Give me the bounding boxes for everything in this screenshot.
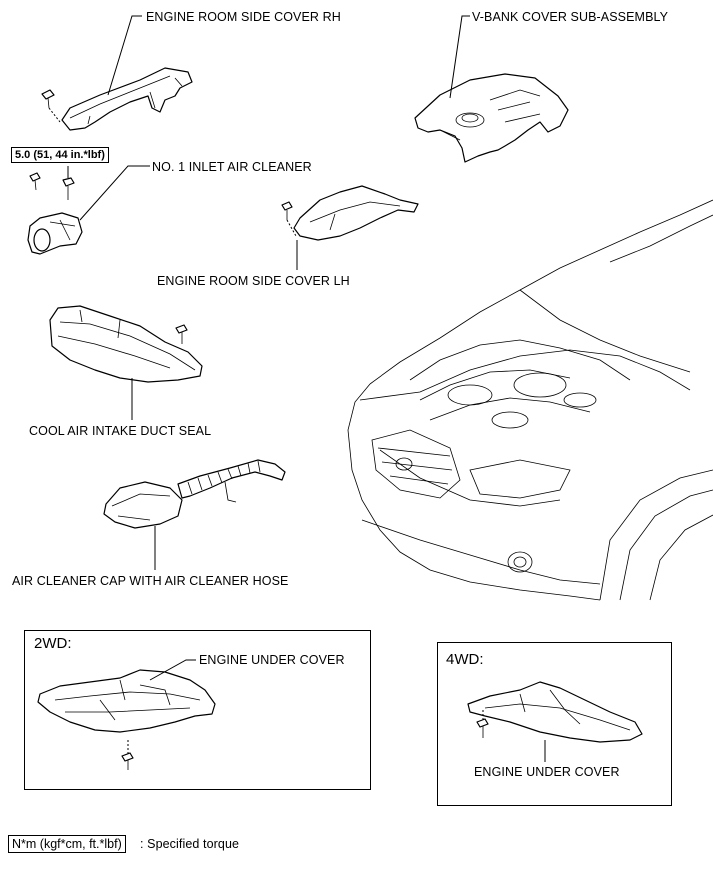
leader-vbank — [449, 15, 470, 99]
vehicle-illustration — [347, 199, 713, 601]
air-cleaner-cap-drawing — [103, 459, 286, 529]
label-engine-room-side-cover-lh: ENGINE ROOM SIDE COVER LH — [157, 274, 350, 288]
engine-under-cover-4wd-drawing — [467, 681, 643, 743]
label-cool-air-intake-duct-seal: COOL AIR INTAKE DUCT SEAL — [29, 424, 212, 438]
leader-rh — [107, 15, 142, 96]
leader-inlet — [79, 165, 150, 221]
label-inlet-air-cleaner: NO. 1 INLET AIR CLEANER — [152, 160, 312, 174]
engine-room-side-cover-lh-drawing — [293, 185, 419, 241]
box-4wd — [437, 642, 672, 806]
inlet-air-cleaner-drawing — [27, 212, 83, 255]
bolt-2wd — [121, 740, 134, 770]
label-air-cleaner-cap: AIR CLEANER CAP WITH AIR CLEANER HOSE — [12, 574, 289, 588]
label-v-bank-cover: V-BANK COVER SUB-ASSEMBLY — [472, 10, 669, 24]
bolt-duct-seal — [175, 324, 188, 344]
box-4wd-title: 4WD: — [446, 651, 484, 668]
legend-description: : Specified torque — [140, 837, 240, 851]
v-bank-cover-drawing — [414, 73, 569, 163]
label-engine-room-side-cover-rh: ENGINE ROOM SIDE COVER RH — [146, 10, 341, 24]
box-2wd-title: 2WD: — [34, 635, 72, 652]
legend-torque-unit-box: N*m (kgf*cm, ft.*lbf) — [8, 835, 126, 853]
bolt-rh — [41, 89, 61, 123]
engine-room-side-cover-rh-drawing — [61, 67, 193, 131]
label-engine-under-cover-4wd: ENGINE UNDER COVER — [474, 765, 620, 779]
leader-under-cover-2wd — [149, 659, 196, 681]
torque-spec-box: 5.0 (51, 44 in.*lbf) — [11, 147, 109, 163]
bolt-lh — [281, 201, 297, 237]
label-engine-under-cover-2wd: ENGINE UNDER COVER — [199, 653, 345, 667]
box-2wd — [24, 630, 371, 790]
cool-air-intake-duct-seal-drawing — [49, 305, 203, 383]
bolt-4wd — [476, 710, 489, 738]
engine-under-cover-2wd-drawing — [37, 669, 216, 733]
inlet-bolts — [29, 166, 75, 200]
